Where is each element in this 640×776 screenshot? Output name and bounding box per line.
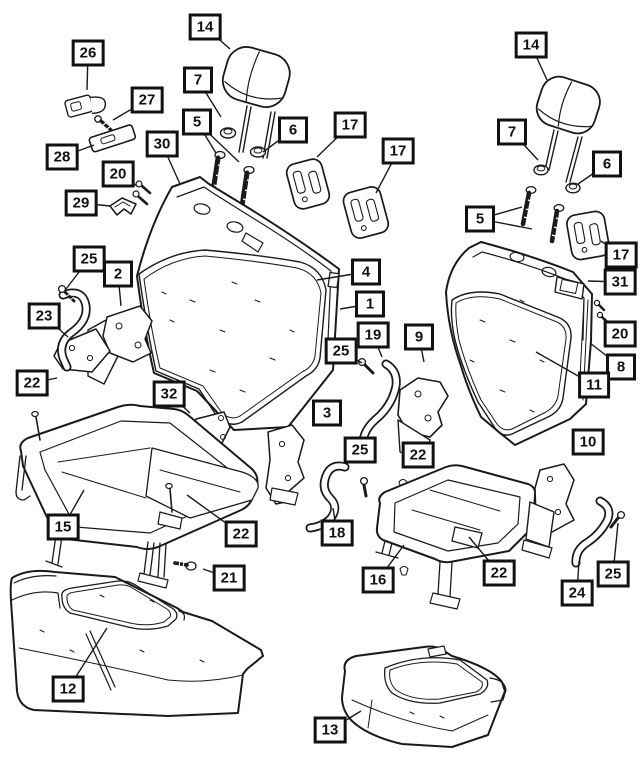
callout-22[interactable]: 22 — [482, 559, 516, 587]
headrest-right — [523, 72, 605, 241]
screw — [133, 181, 150, 204]
callout-13[interactable]: 13 — [313, 716, 347, 744]
callout-8[interactable]: 8 — [606, 353, 636, 381]
callout-25[interactable]: 25 — [596, 560, 630, 588]
callout-24[interactable]: 24 — [560, 579, 594, 607]
callout-5[interactable]: 5 — [465, 205, 495, 233]
latch-cover — [285, 157, 611, 261]
right-seat-frame — [376, 465, 535, 609]
bolt — [175, 561, 196, 570]
callout-7[interactable]: 7 — [497, 118, 527, 146]
callout-27[interactable]: 27 — [130, 86, 164, 114]
callout-31[interactable]: 31 — [603, 268, 637, 296]
callout-18[interactable]: 18 — [320, 519, 354, 547]
callout-32[interactable]: 32 — [152, 380, 186, 408]
callout-6[interactable]: 6 — [278, 116, 308, 144]
headrest-guide-left — [221, 128, 266, 157]
callout-7[interactable]: 7 — [183, 66, 213, 94]
callout-25[interactable]: 25 — [343, 436, 377, 464]
right-seat-cushion — [342, 646, 506, 747]
pivot-strap-24 — [576, 501, 609, 563]
headrest-left — [218, 42, 294, 158]
callout-14[interactable]: 14 — [514, 31, 548, 59]
callout-6[interactable]: 6 — [592, 150, 622, 178]
left-seat-frame — [16, 405, 258, 588]
callout-1[interactable]: 1 — [355, 290, 385, 318]
callout-22[interactable]: 22 — [15, 369, 49, 397]
spacer-bar — [89, 124, 136, 152]
callout-16[interactable]: 16 — [361, 566, 395, 594]
callout-11[interactable]: 11 — [578, 371, 610, 399]
right-seat-back — [446, 242, 592, 445]
callout-4[interactable]: 4 — [351, 258, 381, 286]
callout-20[interactable]: 20 — [603, 320, 637, 348]
support-bracket — [522, 464, 574, 558]
callout-21[interactable]: 21 — [212, 564, 246, 592]
screw — [359, 359, 625, 575]
callout-25[interactable]: 25 — [324, 337, 358, 365]
callout-14[interactable]: 14 — [188, 13, 222, 41]
callout-19[interactable]: 19 — [356, 321, 390, 349]
callout-20[interactable]: 20 — [101, 160, 135, 188]
callout-2[interactable]: 2 — [103, 260, 133, 288]
callout-9[interactable]: 9 — [404, 323, 434, 351]
callout-25[interactable]: 25 — [72, 245, 106, 273]
callout-22[interactable]: 22 — [224, 520, 258, 548]
callout-22[interactable]: 22 — [401, 441, 435, 469]
callout-5[interactable]: 5 — [182, 108, 212, 136]
anchor-bracket — [64, 91, 111, 130]
callout-28[interactable]: 28 — [45, 143, 79, 171]
callout-17[interactable]: 17 — [381, 137, 415, 165]
callout-26[interactable]: 26 — [71, 39, 105, 67]
callout-30[interactable]: 30 — [145, 130, 179, 158]
callout-15[interactable]: 15 — [46, 513, 80, 541]
support-bracket — [266, 425, 304, 505]
clip — [110, 198, 136, 215]
callout-17[interactable]: 17 — [604, 241, 638, 269]
screw — [59, 286, 74, 301]
callout-12[interactable]: 12 — [51, 675, 85, 703]
callout-17[interactable]: 17 — [333, 111, 367, 139]
pivot-strap-19 — [363, 364, 396, 446]
callout-23[interactable]: 23 — [27, 302, 61, 330]
callout-29[interactable]: 29 — [64, 189, 98, 217]
callout-10[interactable]: 10 — [571, 428, 605, 456]
latch-strap — [62, 293, 87, 367]
callout-3[interactable]: 3 — [312, 399, 342, 427]
